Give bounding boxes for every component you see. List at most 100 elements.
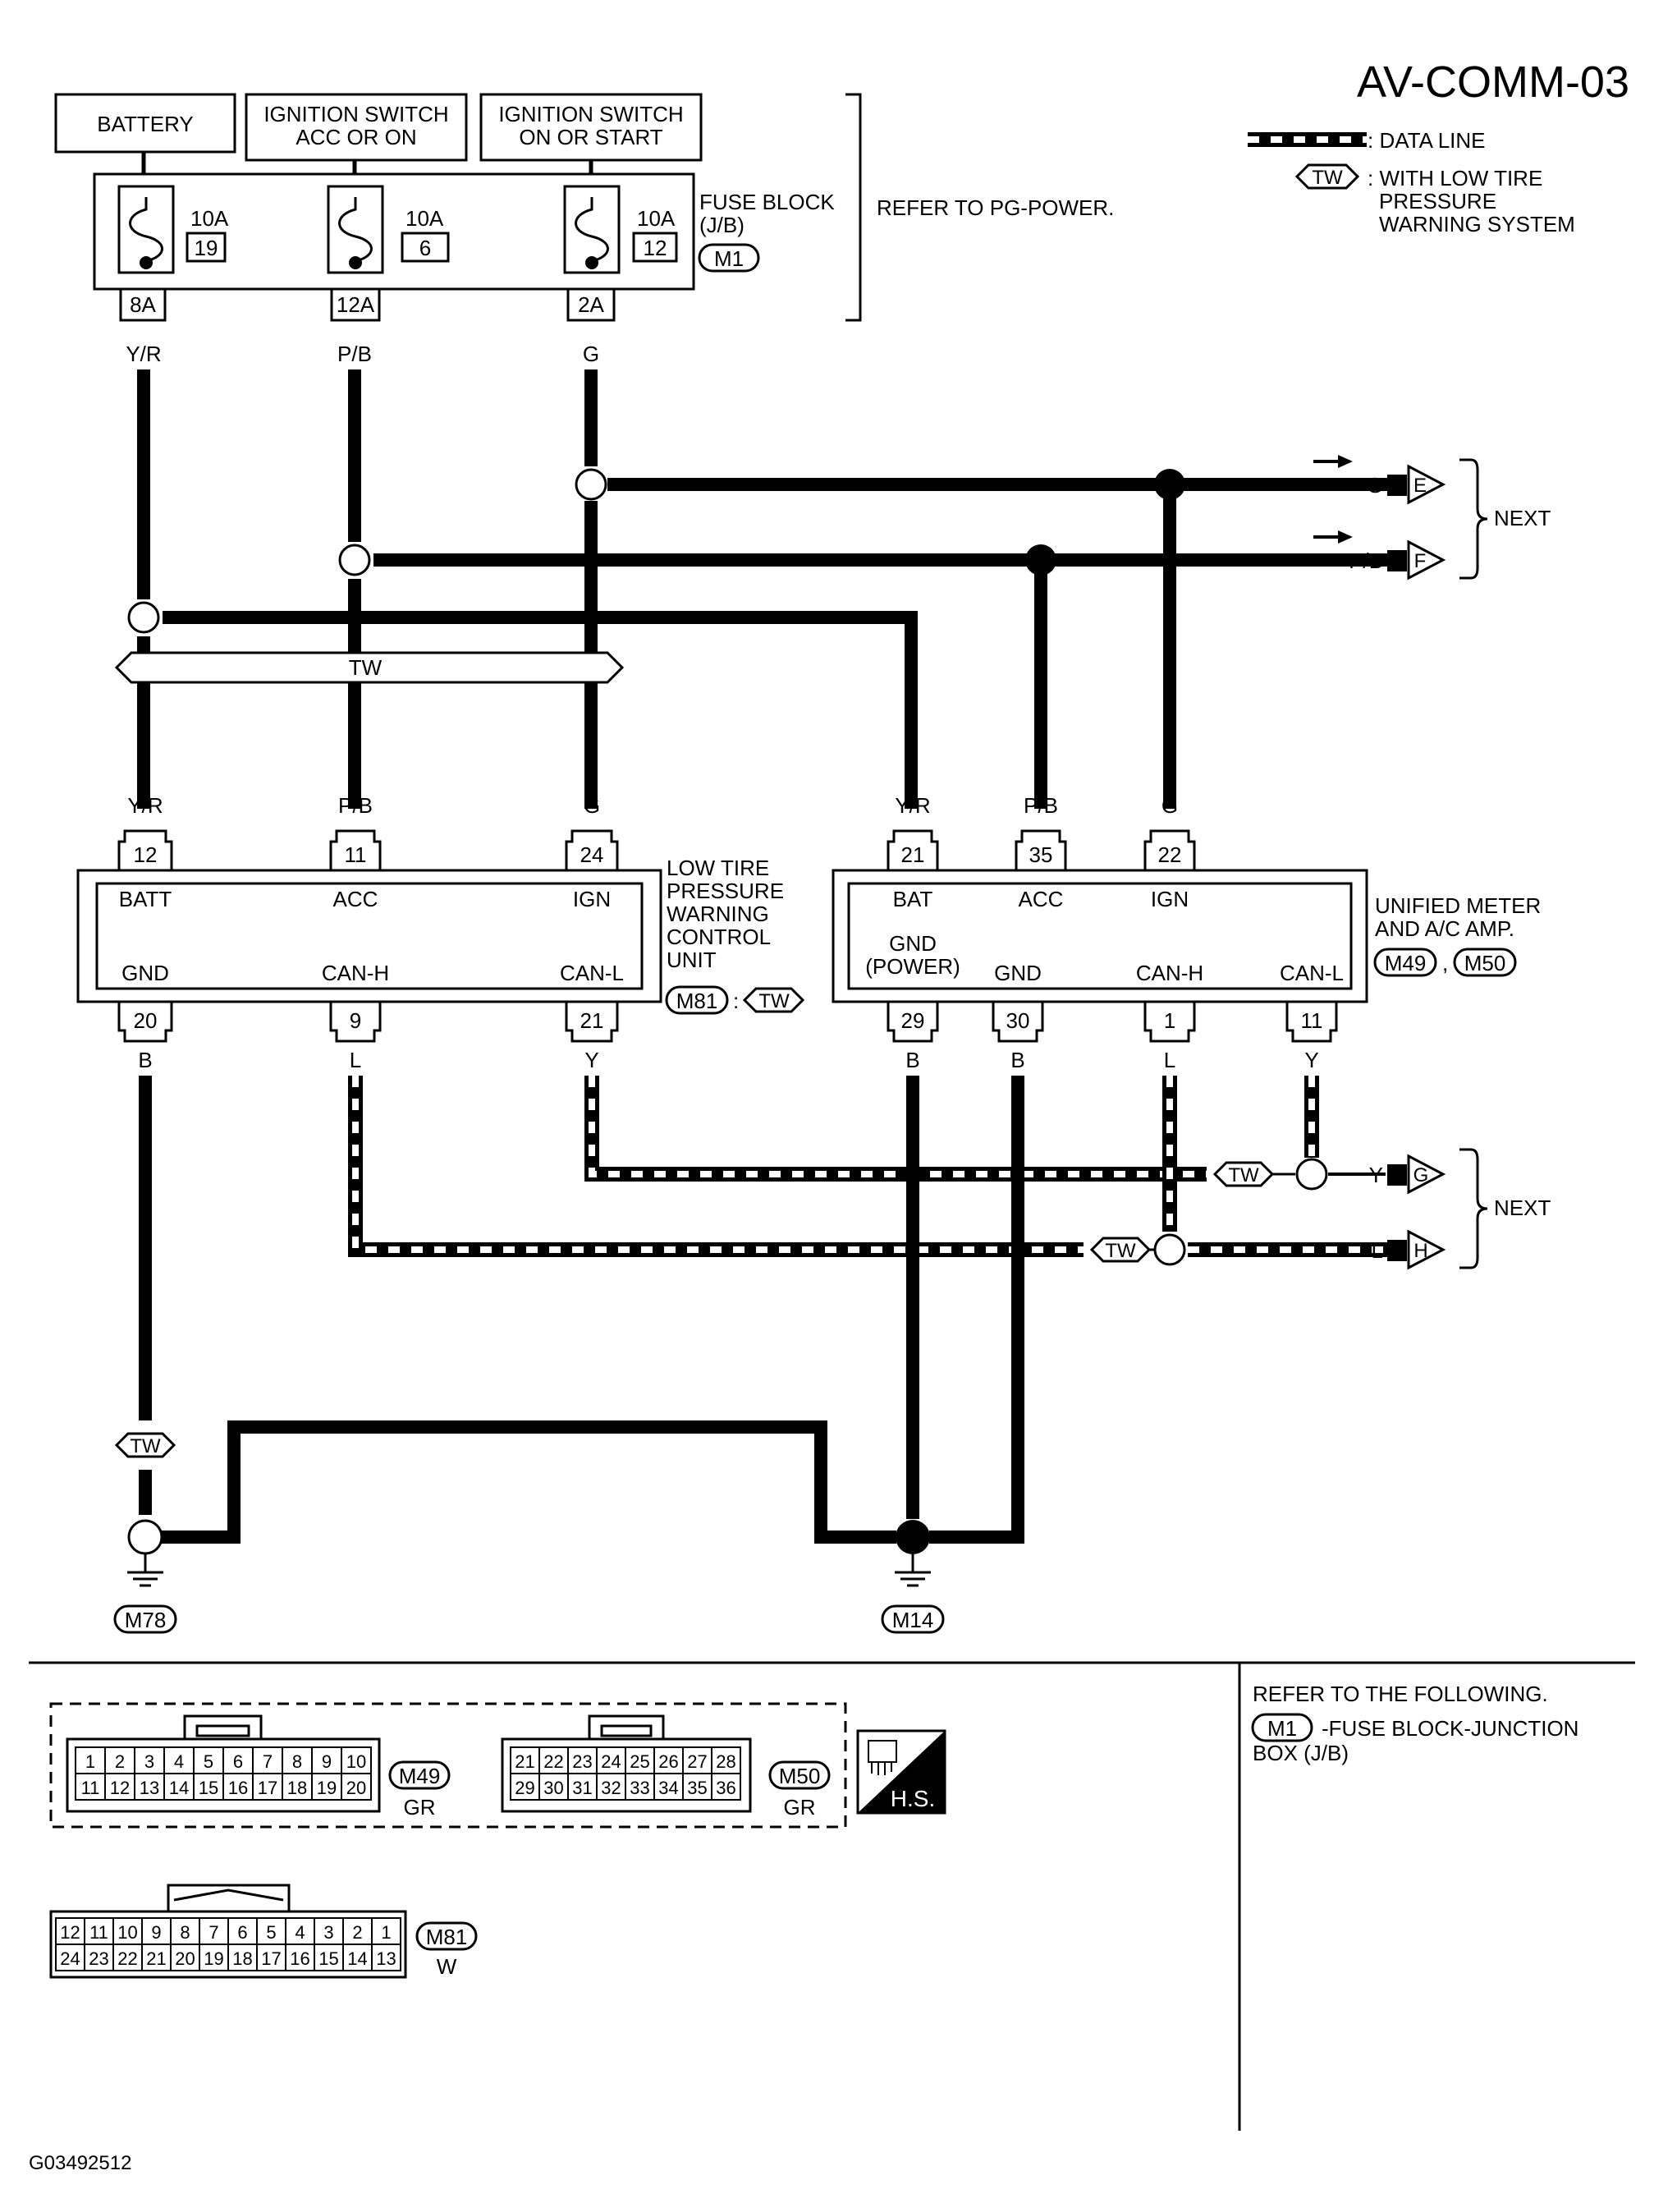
fuse-block-title-1: FUSE BLOCK — [699, 190, 835, 214]
meter-func-gnd-power-2: (POWER) — [865, 954, 960, 979]
m81-pin-label: 15 — [318, 1948, 338, 1969]
meter-pin1: 1 — [1164, 1008, 1175, 1033]
refer-desc-1: -FUSE BLOCK-JUNCTION — [1322, 1716, 1578, 1741]
m49-pin-label: 3 — [144, 1751, 154, 1772]
ltpw-func-canh: CAN-H — [322, 961, 389, 985]
next-upper-label: NEXT — [1494, 506, 1551, 530]
footer-code: G03492512 — [29, 2152, 131, 2174]
next-g-wire: Y — [1369, 1163, 1383, 1187]
legend: : DATA LINE TW : WITH LOW TIRE PRESSURE … — [1248, 128, 1575, 236]
next-lower-label: NEXT — [1494, 1195, 1551, 1220]
m81-pin-label: 24 — [60, 1948, 80, 1969]
refer-title: REFER TO THE FOLLOWING. — [1253, 1682, 1548, 1706]
m81-pin-label: 3 — [323, 1922, 333, 1943]
m49-pin-label: 9 — [322, 1751, 332, 1772]
m50-pin-label: 30 — [543, 1778, 563, 1798]
meter-func-gnd-power-1: GND — [889, 931, 937, 956]
ltpw-name-5: UNIT — [667, 948, 717, 972]
ltpw-func-acc: ACC — [333, 887, 378, 911]
ltpw-pin9: 9 — [350, 1008, 361, 1033]
m49-pin-label: 14 — [169, 1778, 189, 1798]
meter-pin30-wire: B — [1010, 1048, 1024, 1072]
m49-cell — [75, 1773, 106, 1801]
can-data-lines — [348, 1076, 1387, 1257]
m50-pin-label: 31 — [572, 1778, 592, 1798]
m49-pin-label: 2 — [115, 1751, 125, 1772]
m81-pin-label: 17 — [261, 1948, 281, 1969]
m50-pin-label: 33 — [630, 1778, 649, 1798]
ground-b2: B — [227, 1477, 241, 1502]
ground-b1: B — [138, 1477, 152, 1502]
meter-pin30: 30 — [1006, 1008, 1030, 1033]
fuse-block-title-2: (J/B) — [699, 213, 745, 237]
ltpw-unit: Y/R P/B G 12 11 24 BATT ACC IGN GND CAN-… — [76, 793, 805, 1072]
m49-pin-label: 10 — [346, 1751, 366, 1772]
m50-pin-label: 29 — [515, 1778, 534, 1798]
m49-cell — [104, 1773, 135, 1801]
m81-pin-label: 1 — [381, 1922, 391, 1943]
ltpw-pin12: 12 — [134, 842, 158, 867]
fuse1-amp: 10A — [190, 206, 229, 231]
power-splices — [127, 468, 1185, 634]
ltpw-func-canl: CAN-L — [560, 961, 624, 985]
ltpw-tw-badge: TW — [758, 990, 790, 1012]
ltpw-pin11-wire: P/B — [338, 793, 373, 818]
m49-pin-label: 12 — [110, 1778, 130, 1798]
harness-side-badge: H.S. — [856, 1729, 946, 1815]
hs-label: H.S. — [891, 1786, 935, 1811]
meter-unit: Y/R P/B G 21 35 22 BAT ACC IGN GND (POWE… — [832, 793, 1541, 1072]
m81-pin-label: 8 — [180, 1922, 190, 1943]
next-h-id: H — [1413, 1240, 1427, 1262]
m81-pin-label: 6 — [237, 1922, 247, 1943]
ign-acc-label-2: ACC OR ON — [296, 125, 416, 149]
next-e-id: E — [1413, 475, 1427, 497]
ground-right-connector: M14 — [892, 1608, 934, 1632]
legend-data-line: : DATA LINE — [1368, 128, 1486, 153]
ground-b3: B — [813, 1477, 827, 1502]
m81-cell — [199, 1944, 229, 1971]
m49-cell — [134, 1773, 165, 1801]
meter-func-ign: IGN — [1151, 887, 1189, 911]
m81-cell — [227, 1917, 258, 1945]
m81-pin-label: 9 — [151, 1922, 161, 1943]
m49-pin-label: 1 — [85, 1751, 95, 1772]
ltpw-name-2: PRESSURE — [667, 879, 784, 903]
m50-pin-label: 21 — [515, 1751, 534, 1772]
ltpw-pin20: 20 — [134, 1008, 158, 1033]
ground-b4: B — [905, 1477, 919, 1502]
next-lower-tw-g: TW — [1228, 1164, 1259, 1186]
m49-pin-label: 15 — [199, 1778, 218, 1798]
m81-cell — [141, 1944, 172, 1971]
meter-pin11: 11 — [1301, 1008, 1323, 1033]
next-lower-tw-h: TW — [1105, 1240, 1136, 1262]
m50-pin-label: 23 — [572, 1751, 592, 1772]
ltpw-pin20-wire: B — [138, 1048, 152, 1072]
meter-pin22: 22 — [1158, 842, 1182, 867]
m49-id: M49 — [399, 1764, 441, 1788]
ltpw-connector: M81 — [676, 989, 718, 1013]
legend-tw-badge: TW — [1312, 167, 1343, 189]
m49-pin-label: 8 — [292, 1751, 302, 1772]
meter-pin21: 21 — [901, 842, 925, 867]
meter-pin21-wire: Y/R — [895, 793, 930, 818]
meter-name-1: UNIFIED METER — [1375, 893, 1541, 918]
refer-conn: M1 — [1267, 1716, 1297, 1741]
m81-color: W — [437, 1954, 457, 1979]
fuse2-terminal: 12A — [337, 292, 375, 317]
next-lower: TW TW Y G L H NEXT — [1089, 1148, 1551, 1270]
m81-pin-label: 4 — [295, 1922, 305, 1943]
m50-pin-label: 22 — [543, 1751, 563, 1772]
page-id: AV-COMM-03 — [1357, 57, 1629, 107]
m49-pin-label: 11 — [81, 1778, 100, 1798]
ign-start-label-1: IGNITION SWITCH — [498, 102, 683, 126]
meter-func-acc: ACC — [1019, 887, 1064, 911]
ltpw-pin21-wire: Y — [584, 1048, 598, 1072]
meter-pin29-wire: B — [905, 1048, 919, 1072]
fuse-block-refer: REFER TO PG-POWER. — [877, 195, 1114, 220]
m49-pin-label: 13 — [140, 1778, 159, 1798]
next-f-id: F — [1414, 550, 1427, 572]
m81-cell — [170, 1917, 200, 1945]
meter-pin35-wire: P/B — [1024, 793, 1058, 818]
next-e-wire: G — [1367, 473, 1383, 498]
